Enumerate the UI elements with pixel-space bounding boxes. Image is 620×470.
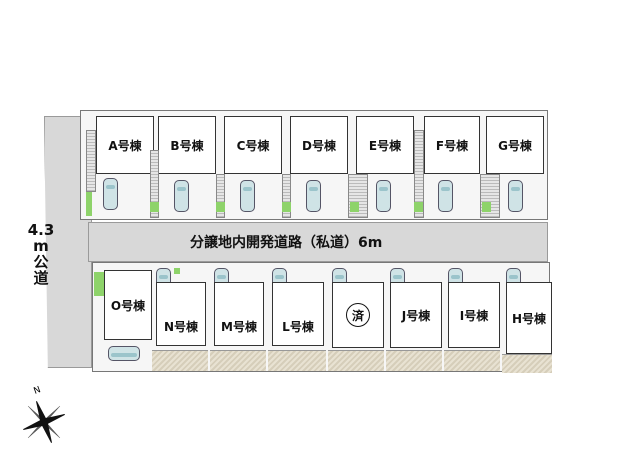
frontage-hatch — [444, 350, 500, 371]
frontage-hatch — [502, 354, 552, 373]
private-road-label: 分譲地内開発道路（私道）6m — [190, 235, 383, 251]
lot-h[interactable]: H号棟 — [502, 262, 552, 374]
house-e[interactable]: E号棟 — [356, 116, 414, 174]
house-d[interactable]: D号棟 — [290, 116, 348, 174]
lot-j[interactable]: J号棟 — [386, 262, 442, 371]
house-n[interactable]: N号棟 — [156, 282, 206, 346]
house-h[interactable]: H号棟 — [506, 282, 552, 354]
car-icon — [306, 180, 321, 212]
house-f[interactable]: F号棟 — [424, 116, 480, 174]
car-icon — [438, 180, 453, 212]
lot-l[interactable]: L号棟 — [268, 262, 326, 371]
stairs — [150, 150, 159, 218]
house-j[interactable]: J号棟 — [390, 282, 442, 348]
house-k[interactable]: 済 — [332, 282, 384, 348]
north-row: A号棟 B号棟 C号棟 D号棟 E号棟 F号棟 G号棟 — [80, 110, 550, 222]
car-icon — [240, 180, 255, 212]
lot-m[interactable]: M号棟 — [210, 262, 266, 371]
frontage-hatch — [268, 350, 326, 371]
planting-icon — [150, 202, 159, 212]
house-b[interactable]: B号棟 — [158, 116, 216, 174]
lot-g[interactable]: G号棟 — [480, 110, 546, 218]
public-road-label: 4.3 m 公 道 — [27, 221, 55, 287]
lot-c[interactable]: C号棟 — [216, 110, 282, 218]
car-icon — [508, 180, 523, 212]
lot-n[interactable]: N号棟 — [152, 262, 208, 371]
frontage-hatch — [152, 350, 208, 371]
house-c[interactable]: C号棟 — [224, 116, 282, 174]
stairs — [282, 174, 291, 218]
planting-icon — [482, 202, 491, 212]
car-icon — [376, 180, 391, 212]
house-m[interactable]: M号棟 — [214, 282, 264, 346]
planting-icon — [282, 202, 291, 212]
stairs — [216, 174, 225, 218]
house-l[interactable]: L号棟 — [272, 282, 324, 346]
lot-i[interactable]: I号棟 — [444, 262, 500, 371]
lot-o[interactable]: O号棟 — [92, 262, 152, 370]
frontage-hatch — [328, 350, 384, 371]
car-icon — [108, 346, 140, 361]
house-a[interactable]: A号棟 — [96, 116, 154, 174]
planting-icon — [86, 192, 92, 216]
stairs — [414, 130, 424, 218]
stairs — [86, 130, 96, 192]
lot-k-sold[interactable]: 済 — [328, 262, 384, 371]
planting-icon — [350, 202, 359, 212]
lot-b[interactable]: B号棟 — [150, 110, 216, 218]
house-o[interactable]: O号棟 — [104, 270, 152, 340]
compass-rose-icon — [23, 401, 65, 443]
lot-e[interactable]: E号棟 — [348, 110, 414, 218]
frontage-hatch — [210, 350, 266, 371]
planting-icon — [174, 268, 180, 274]
lot-a[interactable]: A号棟 — [86, 110, 154, 218]
house-g[interactable]: G号棟 — [486, 116, 544, 174]
frontage-hatch — [386, 350, 442, 371]
sold-badge: 済 — [346, 303, 370, 327]
car-icon — [103, 178, 118, 210]
lot-d[interactable]: D号棟 — [282, 110, 348, 218]
lot-f[interactable]: F号棟 — [414, 110, 480, 218]
planting-icon — [414, 202, 423, 212]
compass: N — [14, 385, 74, 452]
planting-icon — [216, 202, 225, 212]
south-row: O号棟 N号棟 M号棟 L号棟 済 J号棟 I号棟 — [92, 262, 552, 374]
planting-icon — [94, 272, 104, 296]
house-i[interactable]: I号棟 — [448, 282, 500, 348]
private-road — [88, 222, 548, 262]
car-icon — [174, 180, 189, 212]
